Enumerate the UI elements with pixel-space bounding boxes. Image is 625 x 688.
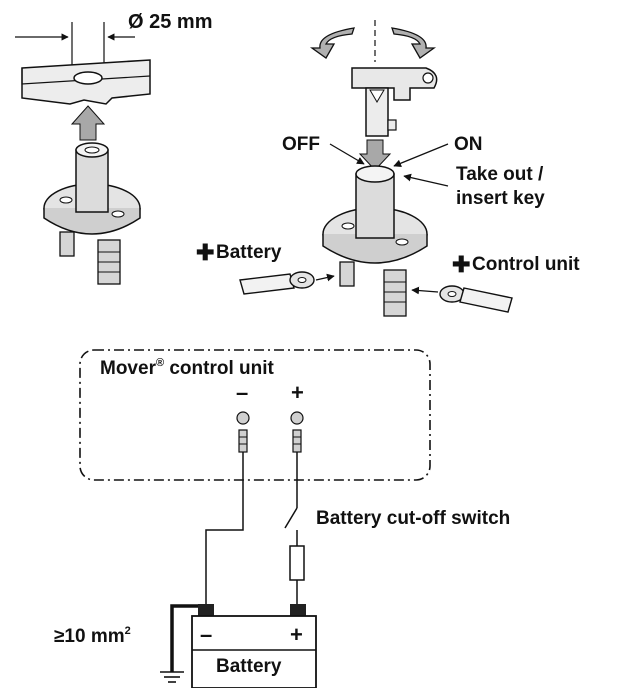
diameter-label: Ø 25 mm <box>128 11 212 33</box>
unit-terminal-minus <box>236 411 250 453</box>
battery-label: Battery <box>216 656 282 677</box>
mounting-illustration: Ø 25 mm <box>15 11 212 285</box>
unit-plus-label: + <box>291 380 304 405</box>
key-shaft <box>365 87 389 137</box>
battery-minus-sign: – <box>200 622 212 647</box>
unit-minus-label: – <box>236 380 248 405</box>
switch-shaft-left <box>75 149 109 213</box>
cable-size-label: ≥10 mm2 <box>54 625 131 647</box>
minus-wire <box>205 452 244 604</box>
on-label: ON <box>454 134 483 155</box>
battery-box <box>191 615 317 688</box>
fuse-symbol <box>289 545 305 581</box>
switch-shaft-right <box>355 173 395 239</box>
plate-edge <box>21 68 151 85</box>
stud-right-1 <box>339 261 355 287</box>
key-head <box>351 67 438 101</box>
on-pointer <box>393 143 449 167</box>
stud-left-1 <box>59 231 75 257</box>
cutoff-switch-symbol <box>284 507 298 529</box>
ground-cable <box>170 604 198 672</box>
rotate-left-arrow-icon <box>309 27 355 59</box>
wiring-schematic: Mover® control unit – + Battery cut-off … <box>54 349 510 688</box>
mover-control-unit-box <box>79 349 431 481</box>
battery-plus-sign: + <box>290 622 303 647</box>
take-out-pointer <box>403 173 449 187</box>
battery-terminal-label: Battery <box>216 242 282 263</box>
battery-minus-post <box>198 604 214 616</box>
insert-up-arrow <box>70 105 106 141</box>
stud-right-2 <box>383 269 407 317</box>
rotate-right-arrow-icon <box>391 27 437 59</box>
mover-control-unit-label: Mover® control unit <box>100 357 275 379</box>
control-unit-plus-icon: ✚ <box>452 252 470 277</box>
control-unit-terminal-label: Control unit <box>472 254 580 275</box>
plate-hole <box>73 71 103 85</box>
key-switch-illustration: OFF ON Take out / insert key ✚ Battery ✚… <box>196 20 580 317</box>
take-out-label-line2: insert key <box>456 188 545 209</box>
take-out-label-line1: Take out / <box>456 164 544 185</box>
off-label: OFF <box>282 134 320 155</box>
battery-plus-post <box>290 604 306 616</box>
battery-cable-lug <box>239 273 295 295</box>
control-unit-cable-lug <box>459 287 513 313</box>
battery-plus-icon: ✚ <box>196 240 214 265</box>
unit-terminal-plus <box>290 411 304 453</box>
cutoff-switch-label: Battery cut-off switch <box>316 508 510 529</box>
insert-down-arrow <box>358 139 392 171</box>
off-pointer <box>329 143 365 165</box>
